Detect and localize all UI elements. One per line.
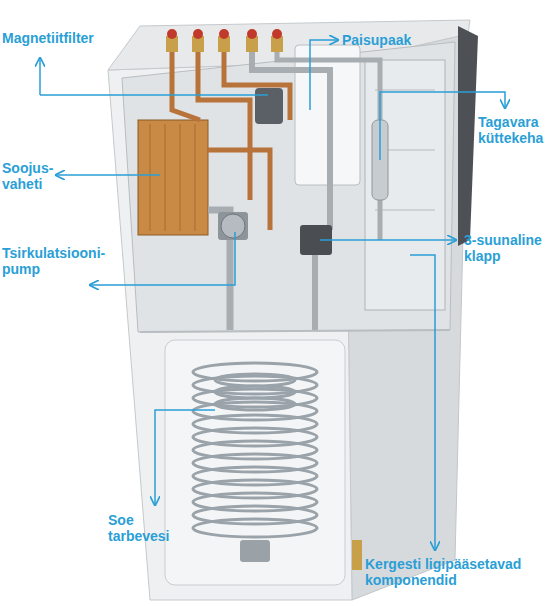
exchanger-rib bbox=[150, 124, 151, 231]
fitting-cap bbox=[167, 29, 177, 39]
callout-label: Paisupaak bbox=[342, 32, 462, 48]
anode bbox=[240, 540, 270, 562]
box-detail bbox=[375, 210, 435, 211]
coil-turn bbox=[215, 374, 295, 386]
fitting-cap bbox=[193, 29, 203, 39]
callout-label: 3-suunaline klapp bbox=[464, 232, 560, 264]
leader-line bbox=[320, 239, 456, 241]
callout-label: Soojus- vaheti bbox=[2, 160, 60, 192]
callout-label: Tsirkulatsiooni- pump bbox=[2, 245, 102, 277]
side-bezel bbox=[458, 26, 478, 246]
electrical-box bbox=[365, 60, 445, 310]
leader-line bbox=[310, 40, 338, 110]
magnetite-filter bbox=[255, 88, 283, 124]
exchanger-rib bbox=[195, 124, 196, 231]
callout-label: Magnetiitfilter bbox=[2, 30, 142, 46]
exchanger-rib bbox=[180, 124, 181, 231]
steel-pipe bbox=[312, 255, 318, 330]
callout-label: Tagavara küttekeha bbox=[478, 114, 560, 146]
fitting-cap bbox=[219, 29, 229, 39]
callout-label: Kergesti ligipääsetavad komponendid bbox=[365, 556, 535, 588]
leader-line bbox=[40, 94, 268, 96]
steel-pipe bbox=[252, 50, 330, 230]
fitting-cap bbox=[247, 29, 257, 39]
heat-exchanger bbox=[138, 120, 208, 235]
drain-fitting bbox=[352, 540, 362, 570]
coil-turn bbox=[193, 519, 317, 537]
pump-motor bbox=[221, 214, 245, 238]
leader-line bbox=[410, 255, 435, 550]
upper-compartment bbox=[122, 42, 455, 332]
leader-line bbox=[90, 232, 235, 285]
circulation-pump bbox=[218, 212, 248, 240]
divider bbox=[140, 330, 450, 332]
steel-pipe bbox=[277, 50, 380, 240]
hot-water-tank bbox=[165, 340, 345, 585]
fitting-cap bbox=[272, 29, 282, 39]
leader-line bbox=[39, 58, 41, 95]
leader-line bbox=[56, 174, 160, 176]
exchanger-rib bbox=[165, 124, 166, 231]
leader-line bbox=[155, 410, 215, 505]
callout-label: Soe tarbevesi bbox=[108, 512, 168, 544]
coil bbox=[193, 363, 317, 537]
coil-turn bbox=[215, 386, 295, 398]
coil-turn bbox=[215, 398, 295, 410]
box-detail bbox=[375, 90, 435, 91]
